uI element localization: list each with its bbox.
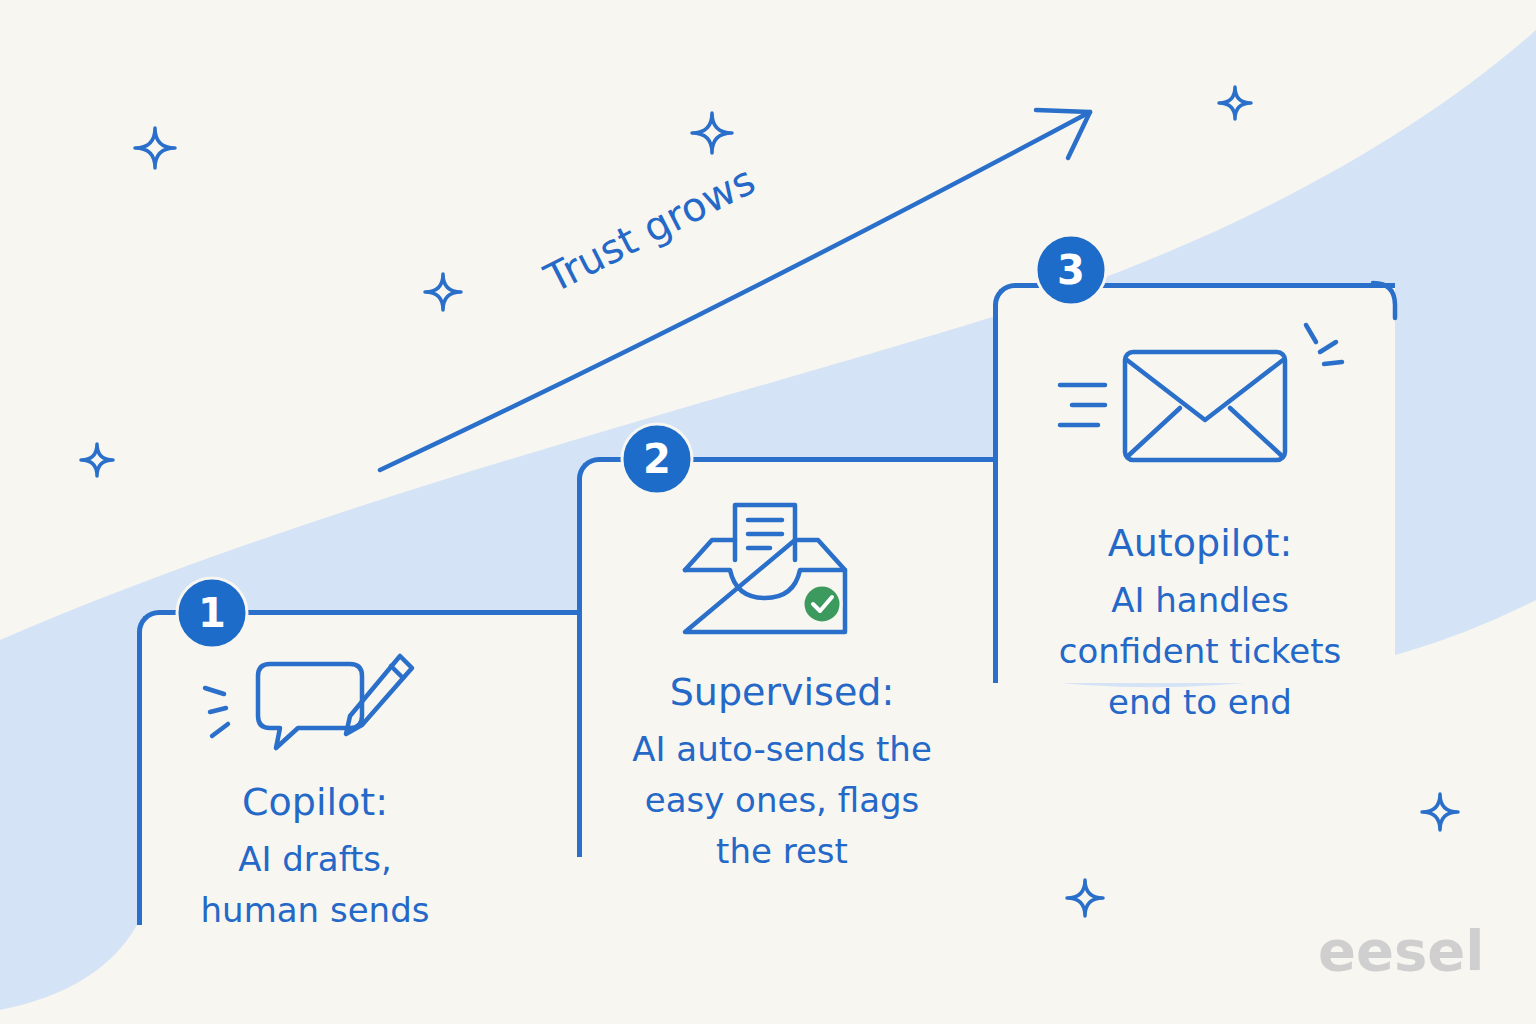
step-number: 1	[175, 576, 249, 650]
step-description: AI drafts, human sends	[190, 834, 440, 936]
sparkle-star	[1067, 880, 1103, 916]
step-box: Autopilot:AI handles confident tickets e…	[993, 283, 1395, 683]
step-number: 2	[620, 422, 694, 496]
step-description: AI auto-sends the easy ones, flags the r…	[632, 724, 932, 877]
sparkle-star	[692, 113, 732, 153]
background-band	[0, 30, 1536, 1010]
step-number-text: 3	[1034, 233, 1108, 307]
sparkle-star	[1219, 87, 1251, 119]
trust-label: Trust grows	[538, 157, 763, 302]
sparkle-star	[81, 444, 113, 476]
step-description: AI handles confident tickets end to end	[1030, 575, 1370, 728]
watermark: eesel	[1318, 918, 1484, 983]
step-number-text: 1	[175, 576, 249, 650]
step-heading: Copilot:	[190, 775, 440, 830]
step-box: Copilot:AI drafts, human sends1	[137, 610, 577, 925]
trust-arrow	[380, 110, 1090, 470]
step-number-text: 2	[620, 422, 694, 496]
sparkle-star	[1422, 794, 1458, 830]
sparkle-star	[425, 274, 461, 310]
step-box: Supervised:AI auto-sends the easy ones, …	[577, 457, 993, 857]
step-number: 3	[1034, 233, 1108, 307]
step-heading: Supervised:	[632, 665, 932, 720]
sparkle-star	[135, 128, 175, 168]
step-heading: Autopilot:	[1030, 516, 1370, 571]
